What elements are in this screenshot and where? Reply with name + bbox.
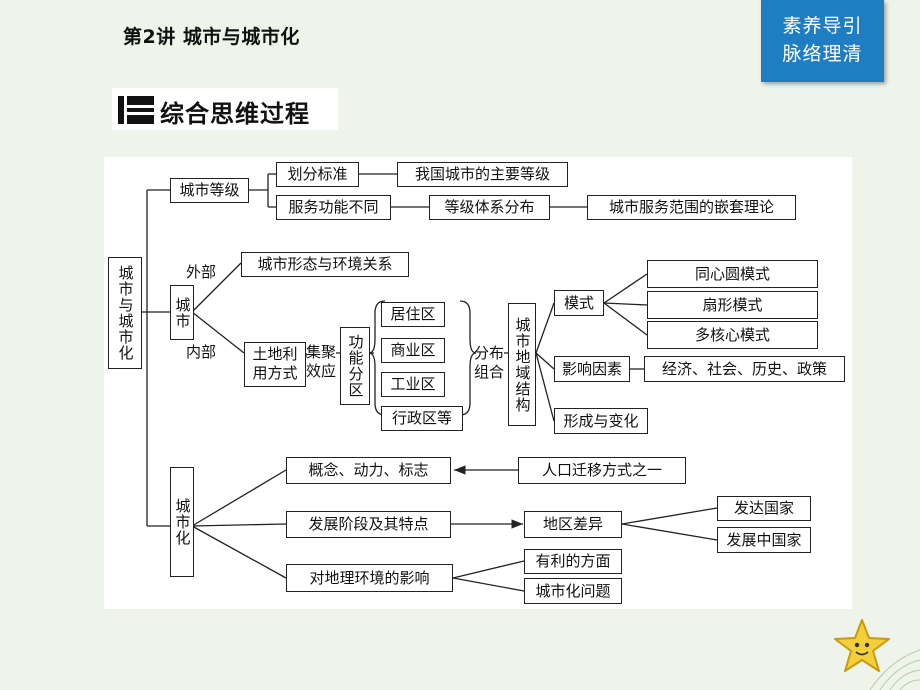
distribution-line-2: 组合: [474, 363, 505, 381]
corner-decoration-lines: [869, 649, 920, 690]
distribution-line-1: 分布: [474, 344, 505, 362]
node-influence-factors: 影响因素: [554, 356, 630, 382]
node-administrative: 行政区等: [381, 406, 463, 431]
land-use-line-2: 用方式: [252, 364, 298, 382]
node-china-city-grades: 我国城市的主要等级: [397, 162, 568, 187]
node-stages: 发展阶段及其特点: [286, 511, 451, 538]
badge-line-2: 脉络理清: [782, 43, 863, 65]
agglomeration-line-2: 效应: [306, 362, 337, 380]
node-favorable-aspects: 有利的方面: [524, 549, 622, 574]
lesson-title: 第2讲 城市与城市化: [123, 26, 300, 48]
mind-map: 城市与城市化 城市等级 划分标准 我国城市的主要等级 服务功能不同 等级体系分布…: [104, 157, 852, 609]
node-model: 模式: [554, 290, 604, 316]
land-use-line-1: 土地利: [252, 345, 298, 363]
label-distribution-combination: 分布 组合: [474, 344, 504, 382]
section-header: 综合思维过程: [112, 88, 338, 130]
node-developing-countries: 发展中国家: [717, 527, 811, 553]
node-nested-theory: 城市服务范围的嵌套理论: [587, 195, 796, 220]
node-urbanization: 城市化: [170, 467, 194, 577]
agglomeration-line-1: 集聚: [306, 343, 337, 361]
node-service-function: 服务功能不同: [276, 195, 391, 220]
node-regional-difference: 地区差异: [524, 511, 622, 538]
node-multi-nuclei-model: 多核心模式: [647, 321, 818, 349]
node-factor-list: 经济、社会、历史、政策: [644, 356, 845, 382]
node-city-grade: 城市等级: [170, 178, 249, 203]
node-division-criteria: 划分标准: [276, 162, 359, 187]
badge-line-1: 素养导引: [782, 15, 863, 37]
node-city-form-environment: 城市形态与环境关系: [241, 252, 409, 277]
label-external: 外部: [186, 263, 217, 281]
node-grade-system: 等级体系分布: [429, 195, 550, 220]
guide-badge[interactable]: 素养导引 脉络理清: [761, 0, 884, 82]
section-bars-icon: [118, 96, 154, 124]
node-city: 城市: [170, 285, 194, 340]
node-urbanization-problems: 城市化问题: [524, 578, 622, 604]
node-city-and-urbanization: 城市与城市化: [108, 257, 142, 369]
section-title: 综合思维过程: [160, 100, 310, 128]
node-industrial: 工业区: [381, 372, 445, 397]
label-internal: 内部: [186, 343, 217, 361]
node-environment-impact: 对地理环境的影响: [286, 564, 453, 592]
node-residential: 居住区: [381, 302, 445, 327]
node-formation-change: 形成与变化: [554, 408, 648, 434]
node-functional-zones: 功能分区: [340, 327, 370, 405]
node-concept: 概念、动力、标志: [286, 457, 451, 484]
label-agglomeration: 集聚 效应: [306, 343, 336, 381]
node-concentric-model: 同心圆模式: [647, 260, 818, 288]
node-developed-countries: 发达国家: [717, 496, 811, 521]
node-land-use: 土地利 用方式: [244, 342, 306, 387]
star-mascot-icon: [834, 619, 890, 672]
node-regional-structure: 城市地域结构: [508, 303, 536, 426]
node-commercial: 商业区: [381, 338, 445, 363]
node-migration: 人口迁移方式之一: [518, 457, 686, 484]
node-sector-model: 扇形模式: [647, 291, 818, 319]
